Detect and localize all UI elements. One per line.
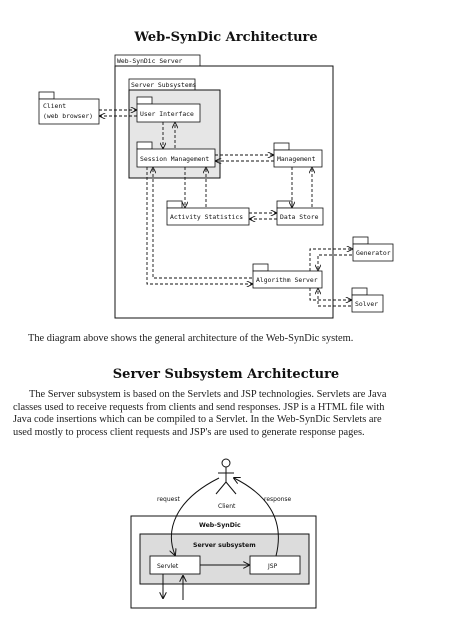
activity-statistics-package: Activity Statistics [166, 200, 250, 226]
session-management-package: Session Management [136, 141, 216, 168]
dependency-arrows [99, 110, 352, 307]
svg-text:Session Management: Session Management [140, 155, 209, 163]
architecture-diagram: Web-SynDic Server Server Subsystems Clie… [38, 54, 394, 319]
architecture-caption: The diagram above shows the general arch… [28, 333, 354, 344]
client-package: Client (web browser) [38, 91, 100, 125]
svg-text:User Interface: User Interface [140, 110, 194, 118]
websyndic-box [130, 515, 317, 609]
subsystem-title: Server Subsystem Architecture [112, 367, 340, 382]
generator-package: Generator [352, 236, 394, 262]
svg-text:Solver: Solver [355, 300, 378, 308]
svg-text:(web browser): (web browser) [43, 112, 93, 120]
client-actor-icon [215, 458, 237, 495]
servlet-label: Servlet [157, 563, 179, 570]
algorithm-server-package: Algorithm Server [252, 263, 323, 289]
management-package: Management [273, 142, 323, 168]
client-label: Client [218, 503, 236, 510]
solver-package: Solver [351, 287, 384, 313]
subsystem-paragraph: The Server subsystem is based on the Ser… [13, 389, 387, 438]
svg-text:Client: Client [43, 102, 66, 110]
response-label: response [264, 496, 292, 503]
subsystem-arrows [163, 478, 279, 600]
svg-text:Management: Management [277, 155, 316, 163]
data-store-package: Data Store [276, 200, 324, 226]
svg-text:Activity Statistics: Activity Statistics [170, 213, 243, 221]
user-interface-package: User Interface [136, 96, 201, 123]
server-subsystem-box [139, 533, 310, 585]
subsystems-label: Server Subsystems [131, 81, 197, 89]
jsp-box [249, 555, 301, 575]
svg-text:Algorithm Server: Algorithm Server [256, 276, 318, 284]
servlet-box [149, 555, 201, 575]
jsp-label: JSP [267, 563, 278, 570]
svg-text:Generator: Generator [356, 249, 391, 257]
request-label: request [157, 496, 180, 503]
server-label: Web-SynDic Server [117, 57, 183, 65]
server-subsystem-title: Server subsystem [193, 542, 256, 549]
websyndic-title: Web-SynDic [199, 522, 241, 529]
architecture-title: Web-SynDic Architecture [134, 30, 318, 45]
svg-text:Data Store: Data Store [280, 213, 319, 221]
